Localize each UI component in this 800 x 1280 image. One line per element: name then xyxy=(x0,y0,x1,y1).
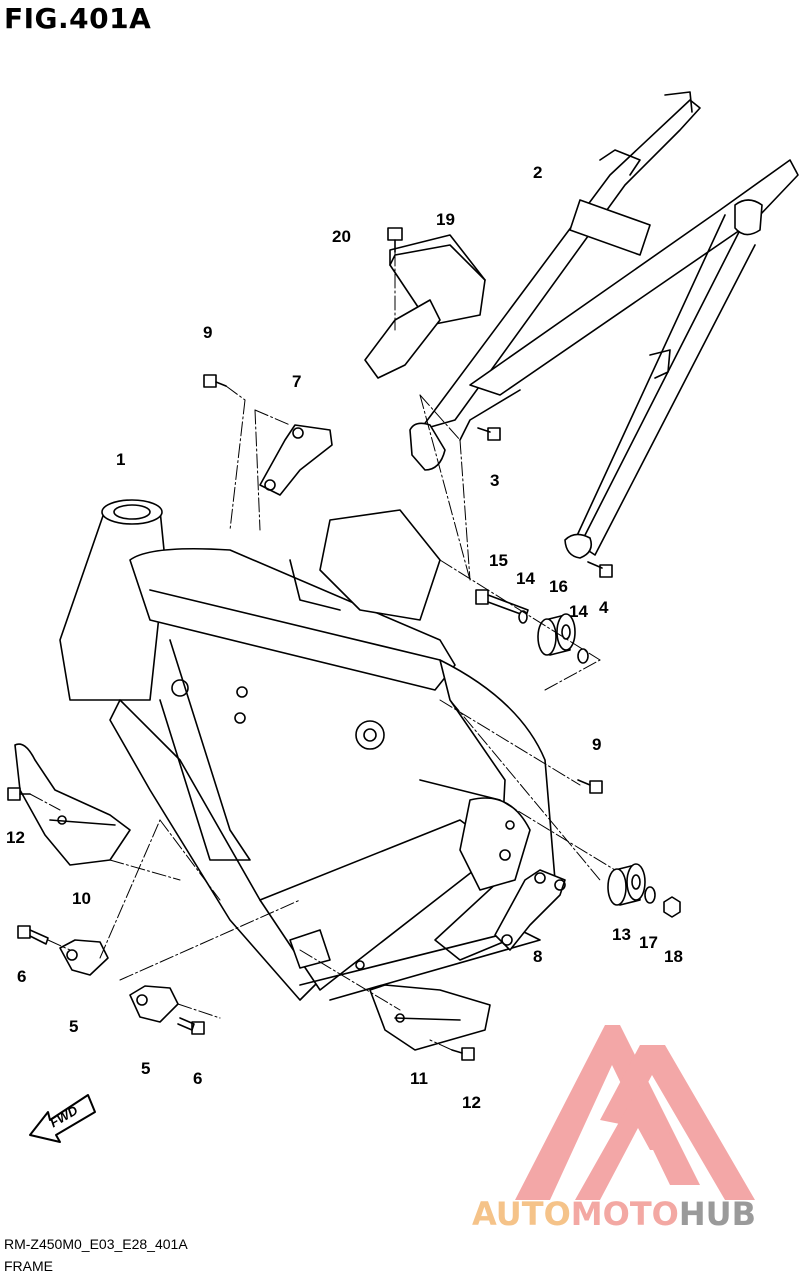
bracket-part-5-left xyxy=(59,939,109,976)
main-frame-part-1 xyxy=(59,499,556,1001)
callout-1: 1 xyxy=(116,450,125,469)
bolt-part-12-bottom xyxy=(451,1047,475,1061)
callout-6-center: 6 xyxy=(193,1069,202,1088)
section-name: FRAME xyxy=(4,1258,53,1274)
callout-3: 3 xyxy=(490,471,499,490)
guard-part-10 xyxy=(14,743,131,866)
callout-9-upper: 9 xyxy=(203,323,212,342)
collar-part-16 xyxy=(537,613,576,656)
bolt-part-9-upper xyxy=(203,374,227,388)
watermark-auto: AUTO xyxy=(472,1195,571,1233)
forward-direction-arrow-icon xyxy=(29,1094,96,1143)
callout-20: 20 xyxy=(332,227,351,246)
callout-16: 16 xyxy=(549,577,568,596)
bolt-part-12-left xyxy=(7,787,31,801)
watermark-hub: HUB xyxy=(678,1195,757,1233)
bracket-part-5-center xyxy=(129,985,179,1023)
nut-part-18 xyxy=(663,896,681,918)
callout-8: 8 xyxy=(533,947,542,966)
figure-title: FIG.401A xyxy=(4,2,152,35)
callout-9-lower: 9 xyxy=(592,735,601,754)
bolt-part-9-lower xyxy=(577,779,603,794)
bolt-part-20 xyxy=(387,227,403,253)
bracket-part-8 xyxy=(494,869,566,951)
guard-part-11 xyxy=(369,984,491,1051)
watermark-text: AUTOMOTOHUB xyxy=(472,1195,756,1233)
washer-part-17 xyxy=(644,886,656,904)
callout-5-center: 5 xyxy=(141,1059,150,1078)
callout-19: 19 xyxy=(436,210,455,229)
callout-12-bottom: 12 xyxy=(462,1093,481,1112)
watermark-moto: MOTO xyxy=(570,1195,679,1233)
callout-14-lower: 14 xyxy=(569,602,588,621)
callout-17: 17 xyxy=(639,933,658,952)
callout-18: 18 xyxy=(664,947,683,966)
watermark-triangle-logo xyxy=(515,1025,755,1200)
callout-13: 13 xyxy=(612,925,631,944)
bolt-part-4 xyxy=(587,561,613,578)
callout-2: 2 xyxy=(533,163,542,182)
callout-10: 10 xyxy=(72,889,91,908)
bolt-part-3 xyxy=(477,427,501,441)
leader-lines xyxy=(29,251,616,1051)
washer-part-14-upper xyxy=(518,610,528,624)
callout-14-upper: 14 xyxy=(516,569,535,588)
callout-12-left: 12 xyxy=(6,828,25,847)
callout-4: 4 xyxy=(599,598,609,617)
callout-7: 7 xyxy=(292,372,301,391)
rear-subframe-part-2 xyxy=(409,91,799,559)
callout-15: 15 xyxy=(489,551,508,570)
callout-5-left: 5 xyxy=(69,1017,78,1036)
bracket-part-7 xyxy=(259,424,333,496)
collar-part-13 xyxy=(607,863,646,906)
bracket-part-19 xyxy=(364,234,486,379)
bolt-part-6-left xyxy=(17,925,49,945)
bolt-part-6-center xyxy=(177,1017,205,1035)
callout-6-left: 6 xyxy=(17,967,26,986)
washer-part-14-lower xyxy=(577,648,589,664)
callout-11: 11 xyxy=(410,1069,428,1088)
reference-code: RM-Z450M0_E03_E28_401A xyxy=(4,1236,188,1252)
